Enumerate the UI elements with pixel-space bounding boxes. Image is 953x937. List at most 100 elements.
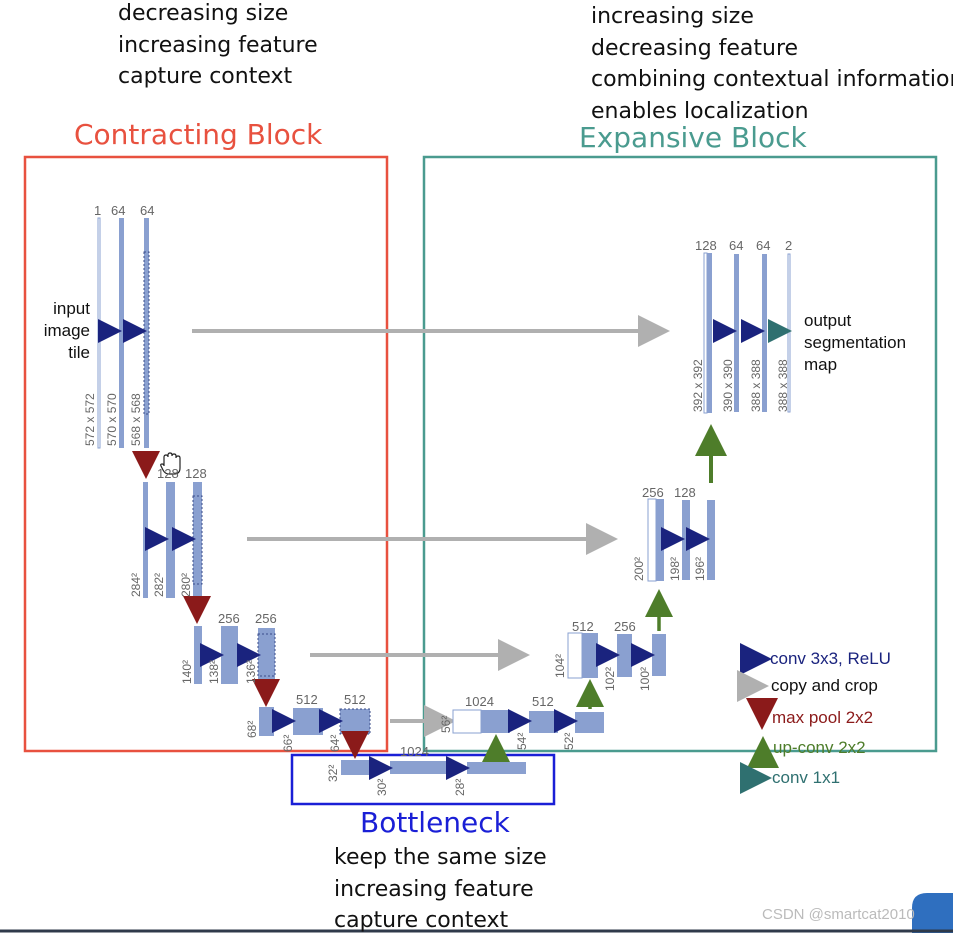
channel-label: 256 — [614, 619, 636, 634]
size-label: 30² — [375, 778, 389, 796]
bottleneck-block-frame — [290, 753, 556, 806]
legend-label: copy and crop — [771, 676, 878, 695]
feature-map — [341, 760, 369, 775]
feature-map — [582, 633, 598, 678]
channel-label: 2 — [785, 238, 793, 253]
size-label: 570 x 570 — [105, 393, 119, 446]
feature-map — [143, 482, 148, 598]
size-label: 284² — [129, 572, 143, 597]
channel-label: 128 — [185, 466, 207, 481]
size-label: 68² — [245, 720, 259, 738]
expansive-title: Expansive Block — [579, 121, 807, 154]
size-label: 392 x 392 — [691, 359, 705, 412]
watermark: CSDN @smartcat2010 — [762, 906, 915, 923]
channel-label: 512 — [572, 619, 594, 634]
legend-label: conv 1x1 — [772, 768, 841, 787]
size-label: 200² — [632, 556, 646, 581]
feature-map — [529, 711, 558, 733]
input-label-line: input — [53, 299, 90, 318]
legend-label: up-conv 2x2 — [773, 738, 866, 757]
feature-map — [617, 634, 632, 677]
size-label: 54² — [515, 732, 529, 750]
feature-map — [452, 709, 482, 734]
input-label-line: image — [43, 321, 90, 340]
feature-map — [119, 218, 124, 448]
contracting-note: increasing feature — [118, 32, 318, 58]
expansive-note: combining contextual information — [591, 67, 953, 92]
channel-label: 128 — [157, 466, 179, 481]
size-label: 572 x 572 — [83, 393, 97, 446]
channel-label: 512 — [296, 692, 318, 707]
expansive-block-frame — [422, 155, 938, 753]
feature-map — [258, 628, 275, 682]
contracting-note: decreasing size — [118, 1, 289, 26]
size-label: 388 x 388 — [776, 359, 790, 412]
bottleneck-note: capture context — [334, 908, 509, 933]
size-label: 280² — [179, 572, 193, 597]
size-label: 52² — [562, 732, 576, 750]
bottleneck-note: keep the same size — [334, 845, 547, 870]
size-label: 568 x 568 — [129, 393, 143, 446]
contracting-notes: decreasing size increasing feature captu… — [118, 0, 318, 93]
size-label: 104² — [553, 653, 567, 678]
contracting-title: Contracting Block — [74, 118, 323, 151]
contracting-block-frame — [23, 155, 389, 753]
size-label: 56² — [439, 715, 453, 733]
channel-label: 1 — [94, 203, 102, 218]
bottleneck-title: Bottleneck — [360, 806, 510, 839]
input-label: input image tile — [40, 298, 90, 364]
channel-label: 1024 — [465, 694, 494, 709]
size-label: 64² — [328, 734, 342, 752]
size-label: 138² — [207, 659, 221, 684]
channel-label: 256 — [642, 485, 664, 500]
input-label-line: tile — [68, 343, 90, 362]
channel-label: 128 — [674, 485, 696, 500]
feature-map — [467, 762, 526, 774]
size-label: 102² — [603, 666, 617, 691]
size-label: 140² — [180, 659, 194, 684]
corner-logo-icon — [912, 893, 953, 933]
size-label: 100² — [638, 666, 652, 691]
output-label: output segmentation map — [804, 310, 906, 376]
feature-map — [647, 498, 657, 582]
output-label-line: output — [804, 311, 852, 330]
feature-map — [221, 626, 238, 684]
size-label: 388 x 388 — [749, 359, 763, 412]
channel-label: 64 — [729, 238, 744, 253]
expansive-note: enables localization — [591, 98, 809, 124]
channel-label: 64 — [111, 203, 126, 218]
size-label: 198² — [668, 556, 682, 581]
channel-label: 64 — [756, 238, 771, 253]
expansive-notes: increasing size decreasing feature combi… — [591, 1, 953, 127]
channel-label: 1024 — [400, 744, 429, 759]
channel-label: 512 — [532, 694, 554, 709]
feature-map — [97, 217, 101, 449]
channel-label: 128 — [695, 238, 717, 253]
bottleneck-notes: keep the same size increasing feature ca… — [334, 842, 547, 937]
bottleneck-note: increasing feature — [334, 876, 534, 902]
size-label: 28² — [453, 778, 467, 796]
feature-map — [293, 708, 323, 735]
feature-map — [652, 634, 666, 676]
hand-cursor-icon — [160, 452, 181, 475]
feature-map — [575, 712, 604, 733]
channel-label: 256 — [218, 611, 240, 626]
channel-label: 64 — [140, 203, 155, 218]
expansive-note: increasing size — [591, 4, 754, 29]
channel-label: 512 — [344, 692, 366, 707]
feature-map — [481, 710, 510, 733]
feature-map — [166, 482, 175, 598]
channel-label: 256 — [255, 611, 277, 626]
size-label: 66² — [281, 734, 295, 752]
expansive-note: decreasing feature — [591, 35, 799, 61]
output-label-line: segmentation — [804, 333, 907, 352]
output-label-line: map — [804, 355, 838, 374]
feature-map — [194, 626, 202, 684]
feature-map — [707, 253, 712, 413]
legend-label: max pool 2x2 — [772, 708, 874, 727]
size-label: 32² — [326, 764, 340, 782]
feature-map — [682, 500, 690, 580]
feature-map — [656, 499, 664, 581]
legend-label: conv 3x3, ReLU — [770, 649, 891, 668]
